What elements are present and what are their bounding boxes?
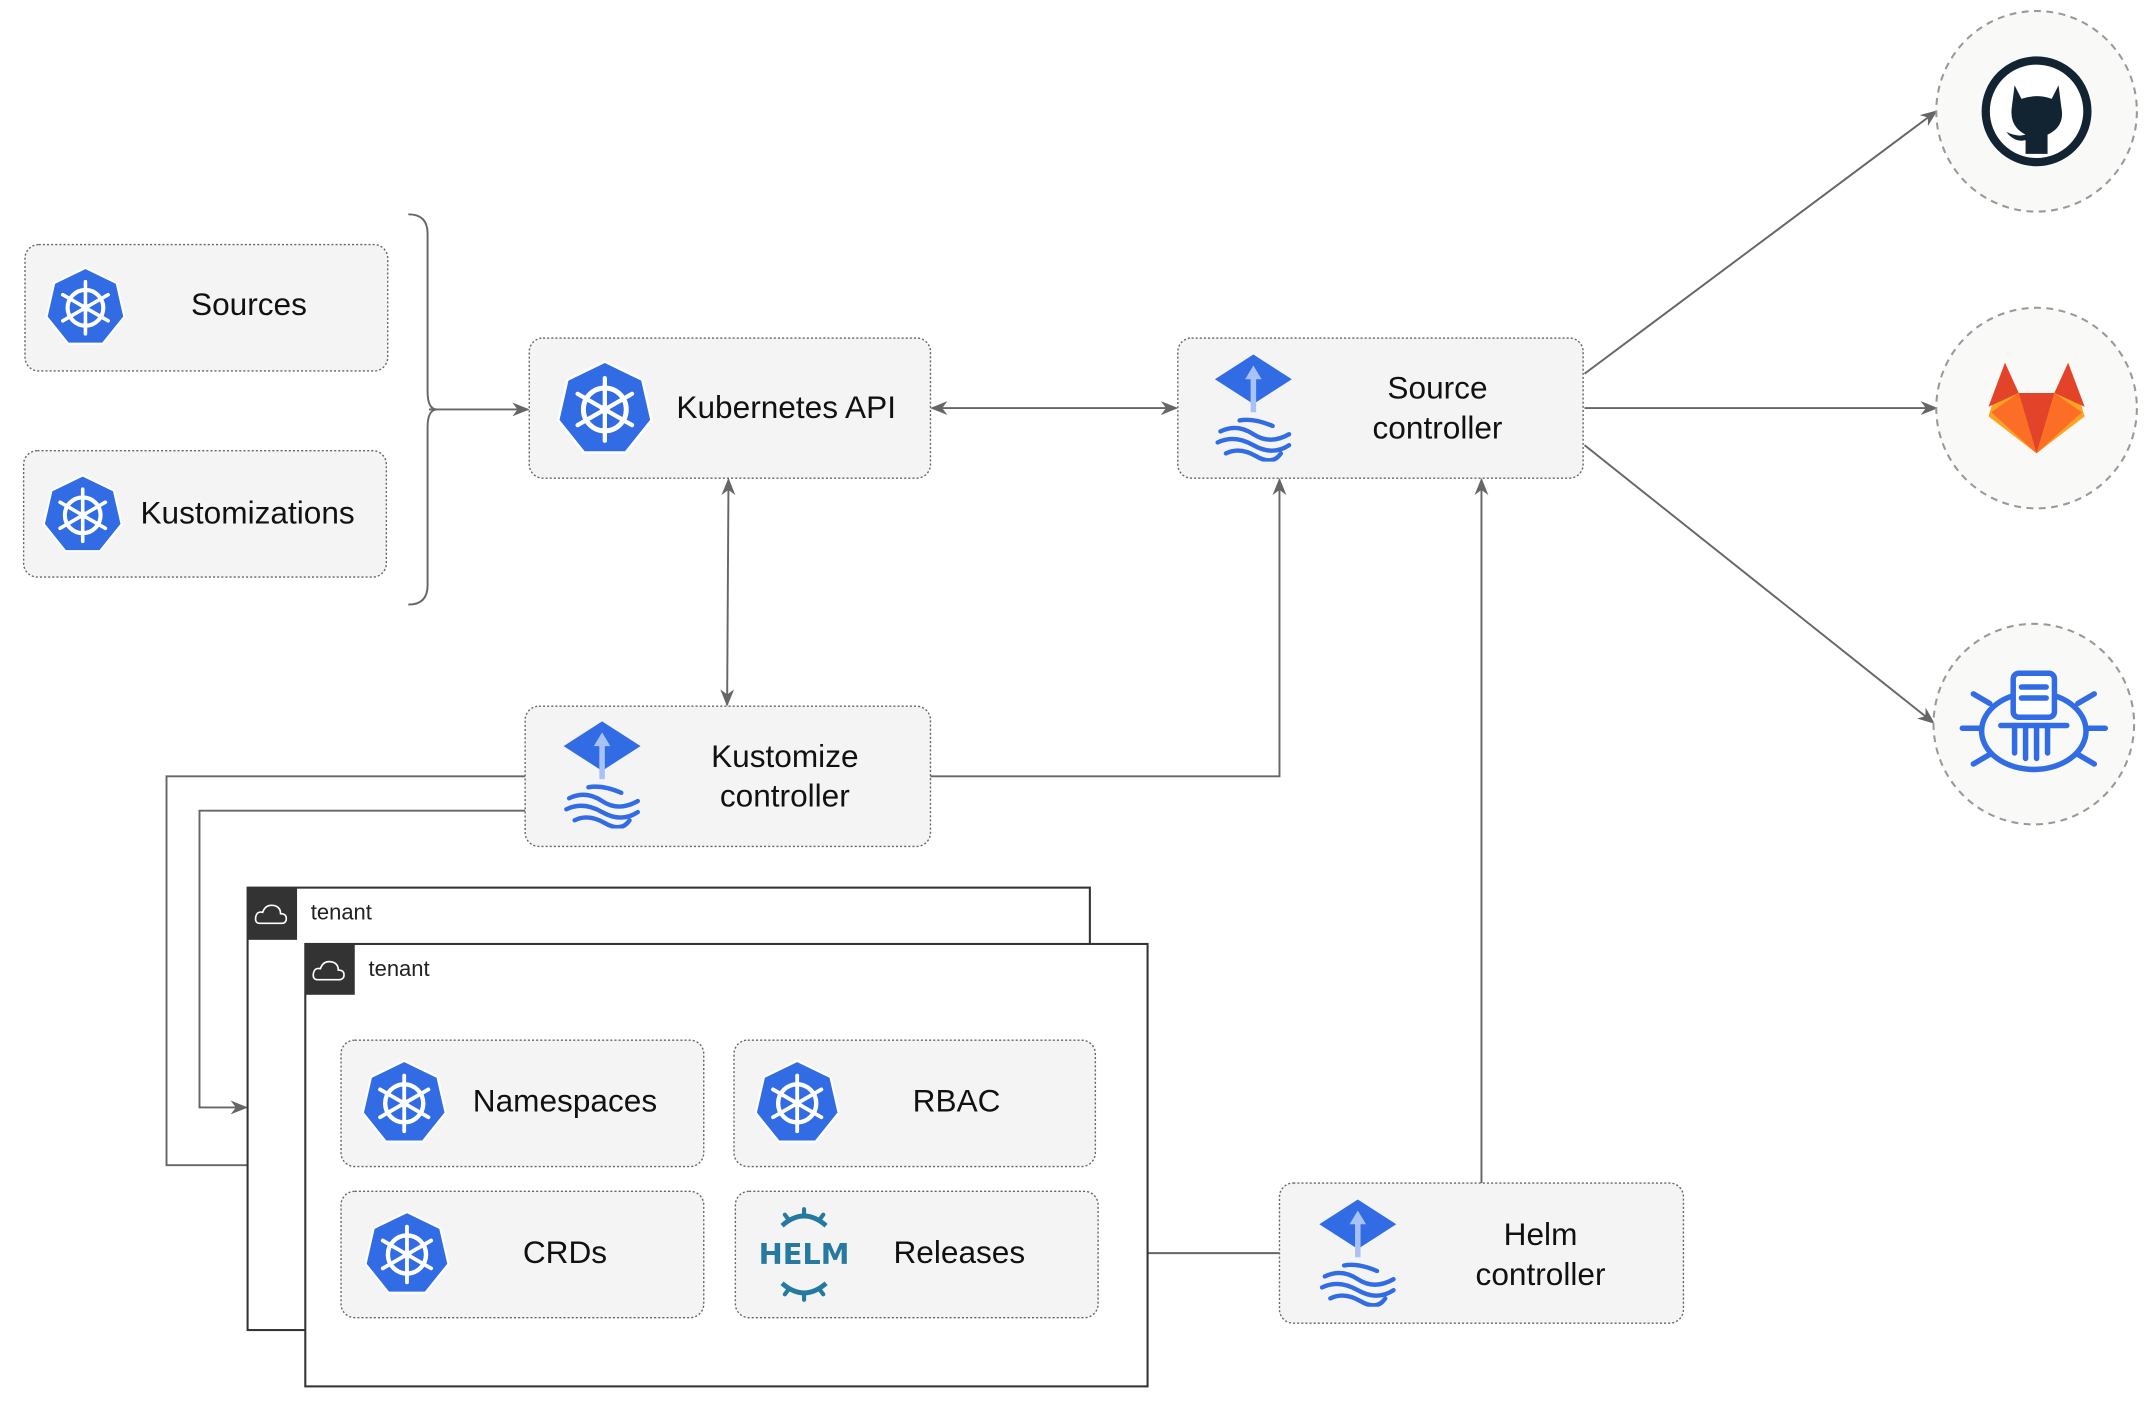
- edge-api-kustomize-controller: [720, 477, 736, 707]
- node-label: controller: [720, 778, 850, 814]
- external-gitlab[interactable]: [1935, 306, 2138, 510]
- node-releases[interactable]: HELM Releases: [734, 1190, 1099, 1319]
- cloud-icon-bg: [247, 887, 298, 940]
- cloud-icon: [312, 960, 345, 981]
- node-helm-controller[interactable]: Helm controller: [1278, 1182, 1685, 1324]
- node-crds[interactable]: CRDs: [340, 1190, 705, 1319]
- node-source-controller[interactable]: Source controller: [1177, 337, 1584, 479]
- node-rbac[interactable]: RBAC: [733, 1039, 1097, 1168]
- node-label: Releases: [893, 1234, 1025, 1270]
- edge-source-to-bucket: [1583, 444, 1935, 724]
- bucket-icon: [1959, 670, 2109, 773]
- node-sources[interactable]: Sources: [24, 243, 389, 372]
- gitlab-icon: [1988, 362, 2085, 454]
- edge-source-to-github: [1583, 110, 1938, 375]
- node-label: Helm: [1504, 1216, 1578, 1252]
- node-kubernetes-api[interactable]: Kubernetes API: [528, 337, 932, 479]
- node-label: Source: [1387, 370, 1487, 406]
- cloud-icon: [254, 904, 288, 925]
- node-namespaces[interactable]: Namespaces: [340, 1039, 705, 1168]
- helm-logo-text: HELM: [759, 1237, 850, 1271]
- node-kustomize-controller[interactable]: Kustomize controller: [524, 705, 932, 848]
- edge-kustomize-to-tenant-back: [198, 809, 526, 1115]
- node-label: Kubernetes API: [676, 389, 896, 425]
- node-kustomizations[interactable]: Kustomizations: [22, 449, 388, 578]
- tenant-group-front: tenant Namespaces RBAC CRDs HELM: [304, 942, 1149, 1388]
- edge-kustomize-to-source: [930, 477, 1287, 778]
- helm-icon: HELM: [759, 1207, 850, 1302]
- node-label: Sources: [191, 286, 307, 322]
- external-github[interactable]: [1935, 9, 2138, 213]
- node-label: Namespaces: [473, 1083, 657, 1119]
- tenant-label: tenant: [311, 900, 372, 925]
- cloud-icon-bg: [305, 943, 355, 995]
- edge-kustomize-to-tenant-front: [165, 775, 526, 1173]
- node-label: Kustomizations: [140, 495, 354, 531]
- bracket: [408, 213, 438, 606]
- node-label: controller: [1476, 1256, 1606, 1292]
- node-label: RBAC: [913, 1083, 1001, 1119]
- node-label: CRDs: [523, 1234, 607, 1270]
- external-bucket[interactable]: [1932, 622, 2136, 826]
- github-icon: [1981, 56, 2092, 167]
- tenant-label: tenant: [369, 956, 430, 981]
- node-label: Kustomize: [711, 738, 858, 774]
- node-label: controller: [1373, 409, 1503, 445]
